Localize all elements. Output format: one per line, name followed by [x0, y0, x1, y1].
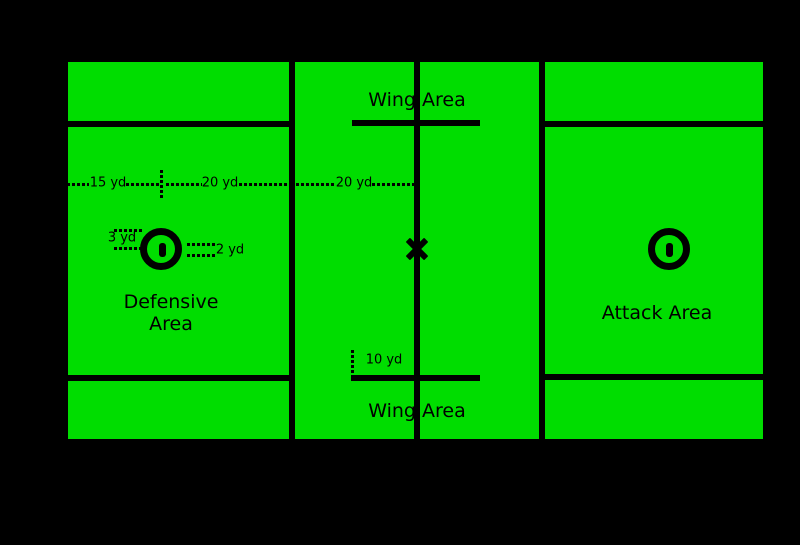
attack-goal-crease-circle — [648, 228, 690, 270]
crease-radius-dots — [114, 229, 143, 232]
dimension-dots — [67, 183, 89, 186]
defensive-box-top-line — [68, 121, 295, 127]
left-restraining-line — [289, 62, 295, 439]
attack-box-bottom-line — [541, 374, 763, 380]
crease-radius-dots — [114, 247, 143, 250]
defensive-goal-crease-circle — [140, 228, 182, 270]
goal-width-dots — [187, 254, 215, 257]
wing-line-top — [352, 120, 480, 126]
defensive-area-label-line1: Defensive — [123, 291, 219, 314]
goal-width-dots — [187, 243, 215, 246]
wing-line-bottom — [351, 375, 480, 381]
restraining-to-center-measurement: 20 yd — [335, 175, 373, 191]
defensive-box-bottom-line — [68, 375, 295, 381]
endline-to-goal-measurement: 15 yd — [89, 175, 127, 191]
dimension-dots — [126, 183, 159, 186]
dimension-dots — [239, 183, 289, 186]
attack-goal — [666, 243, 673, 257]
dimension-dots — [166, 183, 202, 186]
goal-to-restraining-measurement: 20 yd — [201, 175, 239, 191]
dimension-dots — [296, 183, 335, 186]
defensive-area-label: Defensive Area — [123, 291, 219, 336]
dimension-dots — [372, 183, 414, 186]
wing-area-bottom-label: Wing Area — [368, 400, 466, 423]
goal-line-dotted-tick — [160, 170, 163, 200]
attack-area-label: Attack Area — [601, 302, 713, 325]
wing-line-dotted-tick — [351, 350, 354, 373]
defensive-area-label-line2: Area — [149, 313, 193, 335]
defensive-goal — [159, 243, 166, 257]
attack-box-top-line — [541, 121, 763, 127]
goal-width-measurement: 2 yd — [215, 242, 245, 258]
crease-radius-measurement: 3 yd — [107, 230, 137, 246]
right-restraining-line — [539, 62, 545, 439]
wing-area-top-label: Wing Area — [368, 89, 466, 112]
wing-line-measurement: 10 yd — [365, 352, 403, 368]
